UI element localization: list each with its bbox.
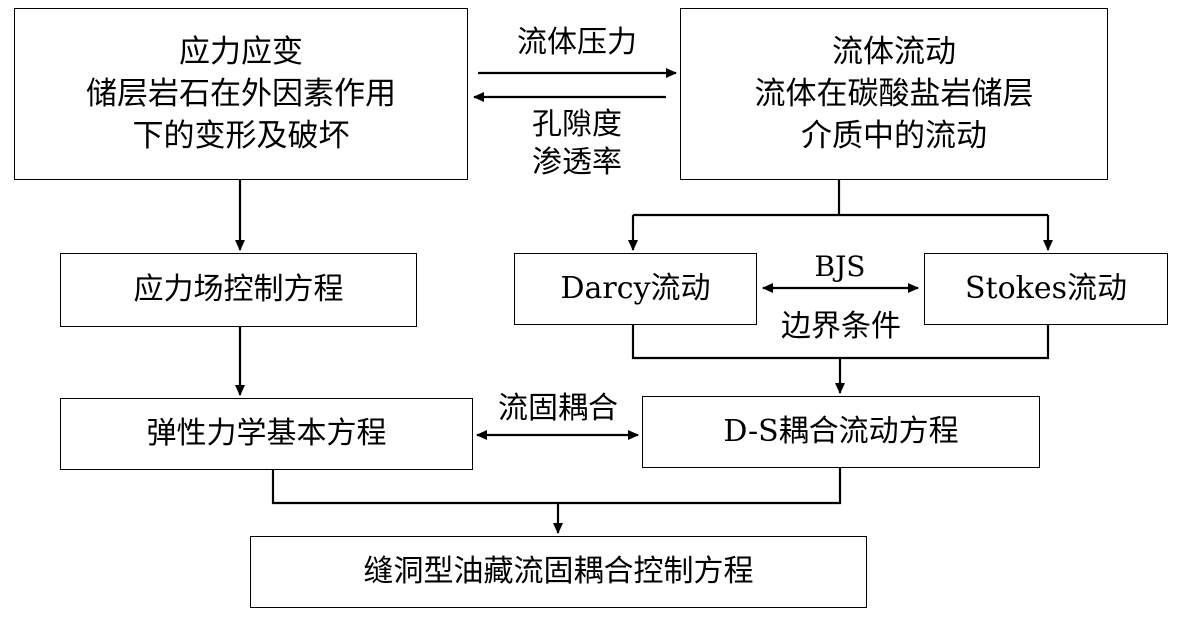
stress-field-equation-box: 应力场控制方程	[60, 253, 417, 327]
darcy-flow-box: Darcy流动	[514, 253, 757, 325]
label-porosity: 孔隙度	[532, 107, 622, 142]
darcy-flow-text: Darcy流动	[560, 271, 711, 306]
ds-coupled-equation-text: D-S耦合流动方程	[723, 414, 959, 449]
elastic-equation-box: 弹性力学基本方程	[60, 398, 473, 470]
stress-strain-line3: 下的变形及破坏	[132, 118, 350, 154]
final-equation-box: 缝洞型油藏流固耦合控制方程	[250, 536, 867, 608]
stokes-flow-text: Stokes流动	[965, 271, 1127, 306]
stress-strain-box: 应力应变 储层岩石在外因素作用 下的变形及破坏	[14, 8, 468, 180]
stress-strain-title: 应力应变	[179, 34, 303, 70]
label-fluid-pressure: 流体压力	[517, 25, 637, 60]
fluid-flow-box: 流体流动 流体在碳酸盐岩储层 介质中的流动	[680, 8, 1108, 180]
label-bjs: BJS	[814, 250, 866, 283]
label-boundary-condition: 边界条件	[781, 309, 901, 344]
label-permeability: 渗透率	[532, 145, 622, 180]
stress-field-equation-text: 应力场控制方程	[133, 272, 344, 307]
elastic-equation-text: 弹性力学基本方程	[146, 416, 387, 451]
stress-strain-line2: 储层岩石在外因素作用	[86, 76, 396, 112]
merge-to-final	[271, 468, 842, 505]
label-fsi: 流固耦合	[498, 391, 618, 426]
stokes-flow-box: Stokes流动	[924, 253, 1168, 325]
fluid-flow-line2: 流体在碳酸盐岩储层	[754, 76, 1034, 112]
fluid-flow-title: 流体流动	[832, 34, 956, 70]
fluid-flow-line3: 介质中的流动	[801, 118, 987, 154]
final-equation-text: 缝洞型油藏流固耦合控制方程	[363, 554, 754, 589]
ds-coupled-equation-box: D-S耦合流动方程	[642, 396, 1040, 468]
